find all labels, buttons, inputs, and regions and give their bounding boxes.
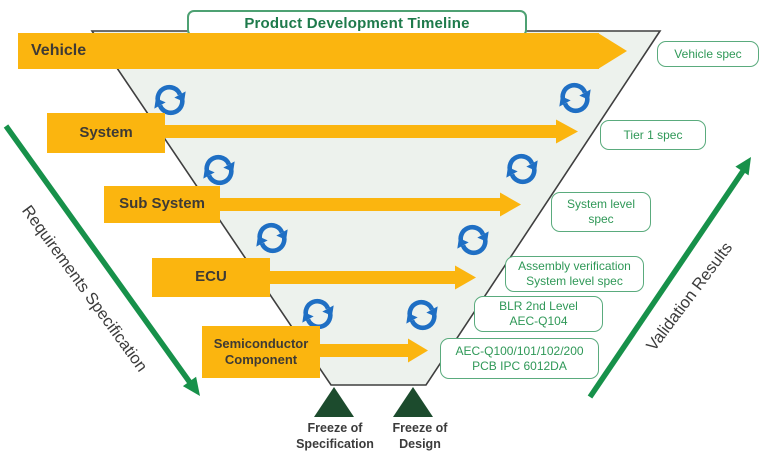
level-label: ECU (195, 268, 227, 286)
spec-text: spec (588, 212, 614, 226)
spec-text: Assembly verification (518, 259, 631, 274)
spec-box-vehicle: Vehicle spec (657, 41, 759, 67)
level-sub-system: Sub System (104, 186, 220, 223)
level-ecu: ECU (152, 258, 270, 297)
freeze-design-marker (393, 387, 433, 417)
diagram-title-text: Product Development Timeline (244, 15, 470, 32)
freeze-of-design-label: Freeze of Design (365, 421, 475, 452)
system-arrow (150, 119, 578, 144)
freeze-specification-marker (314, 387, 354, 417)
spec-text: System level spec (526, 274, 623, 288)
spec-box-aecq100-pcb: AEC-Q100/101/102/200 PCB IPC 6012DA (440, 338, 599, 379)
level-system: System (47, 113, 165, 153)
spec-text: PCB IPC 6012DA (472, 358, 567, 373)
spec-text: AEC-Q104 (509, 314, 568, 328)
spec-text: Vehicle spec (674, 46, 742, 61)
level-semiconductor-component: Semiconductor Component (202, 326, 320, 378)
freeze-label-line: Freeze of (307, 421, 363, 435)
level-label: System (79, 123, 133, 141)
spec-text: AEC-Q100/101/102/200 (455, 343, 584, 358)
requirements-arrow (3, 124, 200, 396)
spec-text: System level (566, 197, 636, 212)
level-label: Component (224, 352, 298, 367)
freeze-of-specification-label: Freeze of Specification (280, 421, 390, 452)
freeze-label-line: Specification (296, 436, 374, 451)
spec-box-system-level: System level spec (551, 192, 651, 232)
freeze-label-line: Freeze of (392, 421, 448, 435)
level-label: Vehicle (31, 42, 87, 59)
spec-text: Tier 1 spec (623, 127, 683, 142)
spec-box-tier1: Tier 1 spec (600, 120, 706, 150)
subsystem-arrow (210, 192, 521, 217)
spec-box-blr-aecq104: BLR 2nd Level AEC-Q104 (474, 296, 603, 332)
validation-arrow (587, 157, 751, 399)
freeze-label-line: Design (399, 436, 441, 451)
semiconductor-arrow (310, 338, 428, 363)
level-label: Semiconductor (213, 335, 309, 351)
spec-box-assembly-verification: Assembly verification System level spec (505, 256, 644, 292)
spec-text: BLR 2nd Level (499, 299, 578, 314)
level-label: Sub System (119, 195, 205, 213)
ecu-arrow (260, 265, 476, 290)
level-vehicle: Vehicle (18, 33, 599, 69)
